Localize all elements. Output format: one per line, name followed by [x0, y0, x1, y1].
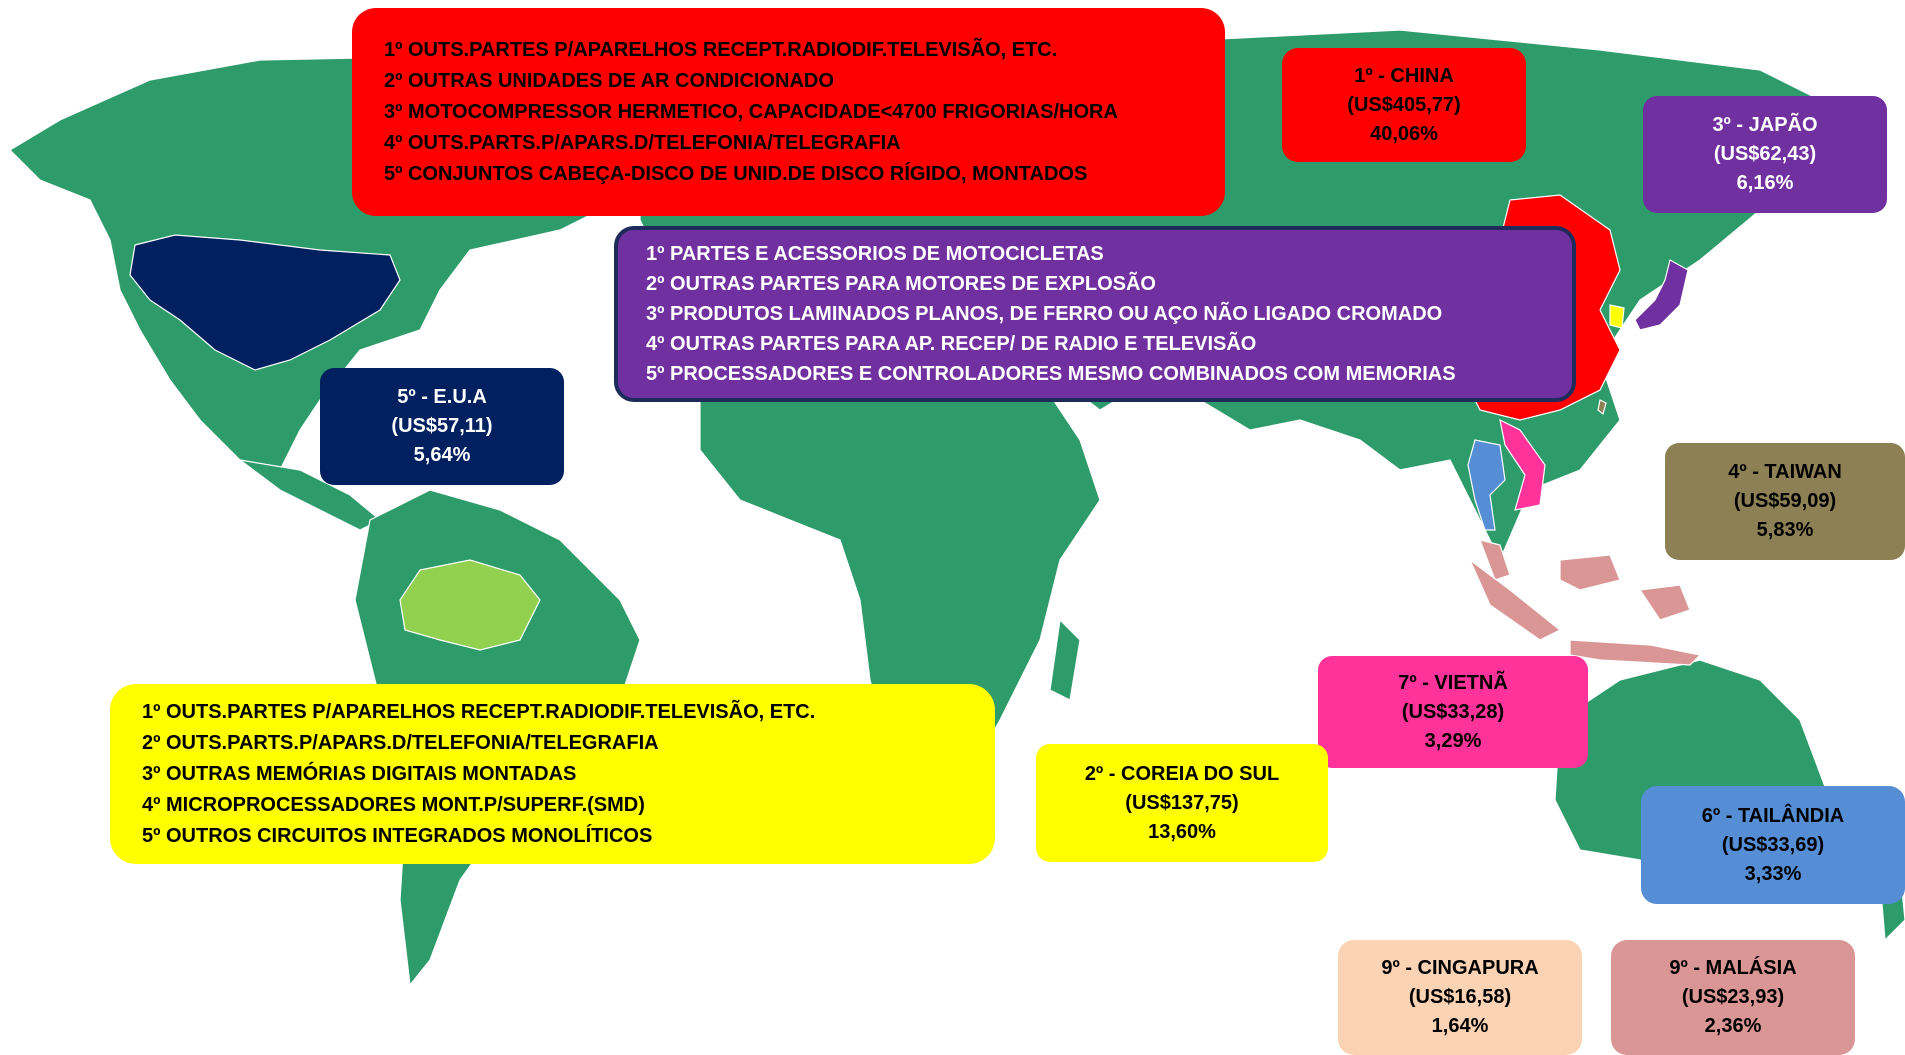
country-rank: 7º - VIETNÃ — [1398, 671, 1508, 694]
country-rank: 1º - CHINA — [1354, 64, 1454, 87]
country-box-japan: 3º - JAPÃO (US$62,43) 6,16% — [1643, 96, 1887, 213]
country-value: (US$137,75) — [1125, 791, 1239, 814]
product-list-china: 1º OUTS.PARTES P/APARELHOS RECEPT.RADIOD… — [352, 8, 1225, 216]
country-value: (US$57,11) — [391, 415, 493, 437]
madagascar-landmass — [1049, 618, 1081, 701]
list-item: 4º OUTS.PARTS.P/APARS.D/TELEFONIA/TELEGR… — [384, 131, 901, 154]
country-box-china: 1º - CHINA (US$405,77) 40,06% — [1282, 48, 1526, 162]
usa-region — [129, 234, 401, 371]
thailand-region — [1467, 439, 1506, 531]
country-box-thailand: 6º - TAILÂNDIA (US$33,69) 3,33% — [1641, 786, 1905, 904]
country-rank: 9º - CINGAPURA — [1381, 957, 1539, 979]
list-item: 1º OUTS.PARTES P/APARELHOS RECEPT.RADIOD… — [142, 700, 816, 723]
list-item: 3º MOTOCOMPRESSOR HERMETICO, CAPACIDADE<… — [384, 100, 1118, 123]
country-box-taiwan: 4º - TAIWAN (US$59,09) 5,83% — [1665, 443, 1905, 560]
vietnam-region — [1499, 418, 1546, 511]
indonesia-region — [1468, 558, 1702, 666]
country-rank: 9º - MALÁSIA — [1669, 957, 1797, 979]
country-share: 13,60% — [1148, 820, 1216, 843]
country-share: 3,33% — [1744, 862, 1802, 885]
country-value: (US$405,77) — [1347, 93, 1461, 116]
country-share: 5,64% — [413, 444, 471, 466]
country-share: 40,06% — [1370, 122, 1438, 145]
list-item: 4º MICROPROCESSADORES MONT.P/SUPERF.(SMD… — [142, 793, 645, 816]
country-value: (US$62,43) — [1713, 143, 1817, 165]
country-rank: 2º - COREIA DO SUL — [1084, 762, 1280, 785]
list-item: 2º OUTS.PARTS.P/APARS.D/TELEFONIA/TELEGR… — [142, 731, 659, 754]
list-item: 4º OUTRAS PARTES PARA AP. RECEP/ DE RADI… — [646, 333, 1257, 355]
country-box-malaysia: 9º - MALÁSIA (US$23,93) 2,36% — [1611, 940, 1855, 1055]
country-share: 1,64% — [1431, 1015, 1489, 1037]
malaysia-region — [1479, 539, 1621, 591]
country-value: (US$33,28) — [1401, 700, 1505, 723]
country-share: 6,16% — [1736, 172, 1794, 194]
country-value: (US$59,09) — [1733, 490, 1837, 512]
list-item: 5º CONJUNTOS CABEÇA-DISCO DE UNID.DE DIS… — [384, 162, 1088, 185]
list-item: 5º OUTROS CIRCUITOS INTEGRADOS MONOLÍTIC… — [142, 824, 653, 847]
list-item: 3º OUTRAS MEMÓRIAS DIGITAIS MONTADAS — [142, 762, 577, 785]
taiwan-region — [1597, 399, 1607, 416]
country-box-vietnam: 7º - VIETNÃ (US$33,28) 3,29% — [1318, 656, 1588, 768]
product-list-amazonas: 1º OUTS.PARTES P/APARELHOS RECEPT.RADIOD… — [110, 684, 995, 864]
list-item: 3º PRODUTOS LAMINADOS PLANOS, DE FERRO O… — [646, 303, 1443, 325]
country-share: 5,83% — [1756, 519, 1814, 541]
country-value: (US$23,93) — [1681, 986, 1785, 1008]
country-box-korea: 2º - COREIA DO SUL (US$137,75) 13,60% — [1036, 744, 1328, 862]
country-box-usa: 5º - E.U.A (US$57,11) 5,64% — [320, 368, 564, 485]
list-item: 1º OUTS.PARTES P/APARELHOS RECEPT.RADIOD… — [384, 38, 1058, 61]
country-value: (US$16,58) — [1408, 986, 1512, 1008]
list-item: 1º PARTES E ACESSORIOS DE MOTOCICLETAS — [646, 243, 1104, 265]
amazonas-region — [399, 559, 541, 651]
country-box-singapore: 9º - CINGAPURA (US$16,58) 1,64% — [1338, 940, 1582, 1055]
country-rank: 3º - JAPÃO — [1712, 114, 1818, 136]
country-rank: 6º - TAILÂNDIA — [1701, 804, 1845, 827]
country-rank: 5º - E.U.A — [397, 386, 487, 408]
country-rank: 4º - TAIWAN — [1728, 461, 1842, 483]
country-share: 2,36% — [1704, 1015, 1762, 1037]
country-value: (US$33,69) — [1721, 833, 1825, 856]
list-item: 2º OUTRAS UNIDADES DE AR CONDICIONADO — [384, 69, 834, 92]
japan-region — [1634, 259, 1689, 331]
country-share: 3,29% — [1424, 729, 1482, 752]
product-list-japan: 1º PARTES E ACESSORIOS DE MOTOCICLETAS 2… — [614, 226, 1576, 402]
list-item: 5º PROCESSADORES E CONTROLADORES MESMO C… — [646, 363, 1456, 385]
list-item: 2º OUTRAS PARTES PARA MOTORES DE EXPLOSÃ… — [646, 273, 1156, 295]
korea-region — [1609, 304, 1625, 329]
